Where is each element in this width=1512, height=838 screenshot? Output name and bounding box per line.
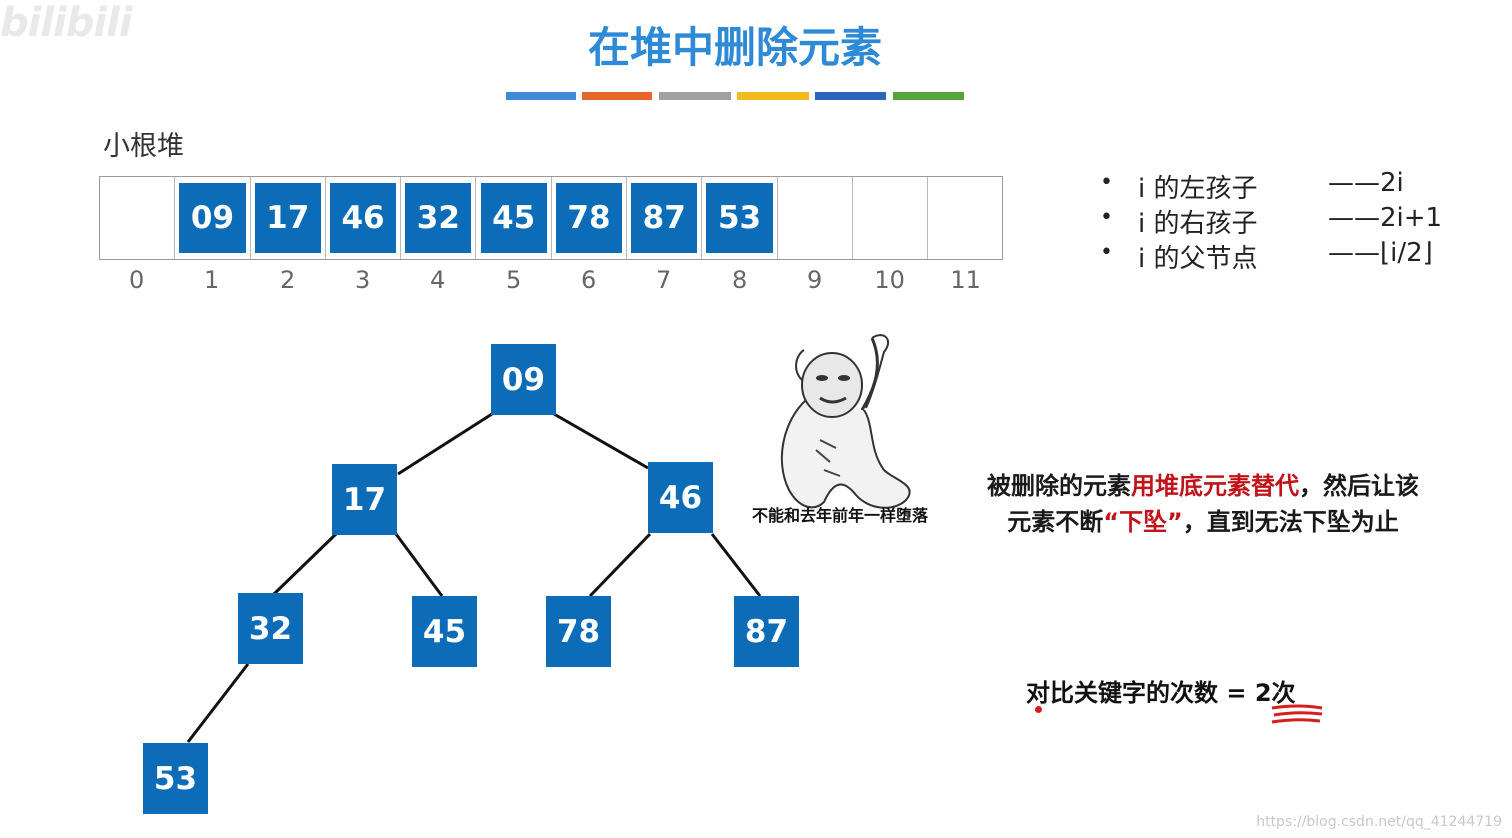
- tree-node-87: 87: [734, 596, 799, 667]
- red-underline-annotation: [1268, 702, 1328, 726]
- description-highlight: “下坠”: [1103, 508, 1183, 536]
- meme-sticker-image: [744, 330, 934, 530]
- red-dot-annotation: [1035, 706, 1042, 713]
- description-line-1: 被删除的元素用堆底元素替代，然后让该: [948, 468, 1458, 504]
- edge-17-32: [274, 534, 336, 594]
- tree-node-53: 53: [143, 743, 208, 814]
- edge-17-45: [396, 534, 442, 596]
- tree-node-09: 09: [491, 344, 556, 415]
- edge-32-53: [188, 664, 248, 742]
- meme-caption: 不能和去年前年一样堕落: [740, 502, 940, 526]
- deletion-description: 被删除的元素用堆底元素替代，然后让该 元素不断“下坠”，直到无法下坠为止: [948, 468, 1458, 540]
- tree-node-46: 46: [648, 462, 713, 533]
- tree-node-32: 32: [238, 593, 303, 664]
- edge-46-87: [712, 534, 760, 596]
- comparison-count: 对比关键字的次数 = 2次: [1026, 673, 1296, 708]
- description-text: 元素不断: [1007, 508, 1103, 536]
- edge-46-78: [590, 534, 650, 596]
- description-text: ，然后让该: [1299, 472, 1419, 500]
- description-highlight: 用堆底元素替代: [1131, 472, 1299, 500]
- tree-node-45: 45: [412, 596, 477, 667]
- description-line-2: 元素不断“下坠”，直到无法下坠为止: [948, 504, 1458, 540]
- edge-09-46: [554, 414, 648, 468]
- description-text: ，直到无法下坠为止: [1183, 508, 1399, 536]
- tree-node-17: 17: [332, 464, 397, 535]
- edge-09-17: [398, 414, 492, 474]
- tree-node-78: 78: [546, 596, 611, 667]
- description-text: 被删除的元素: [987, 472, 1131, 500]
- source-url-watermark: https://blog.csdn.net/qq_41244719: [1256, 814, 1502, 830]
